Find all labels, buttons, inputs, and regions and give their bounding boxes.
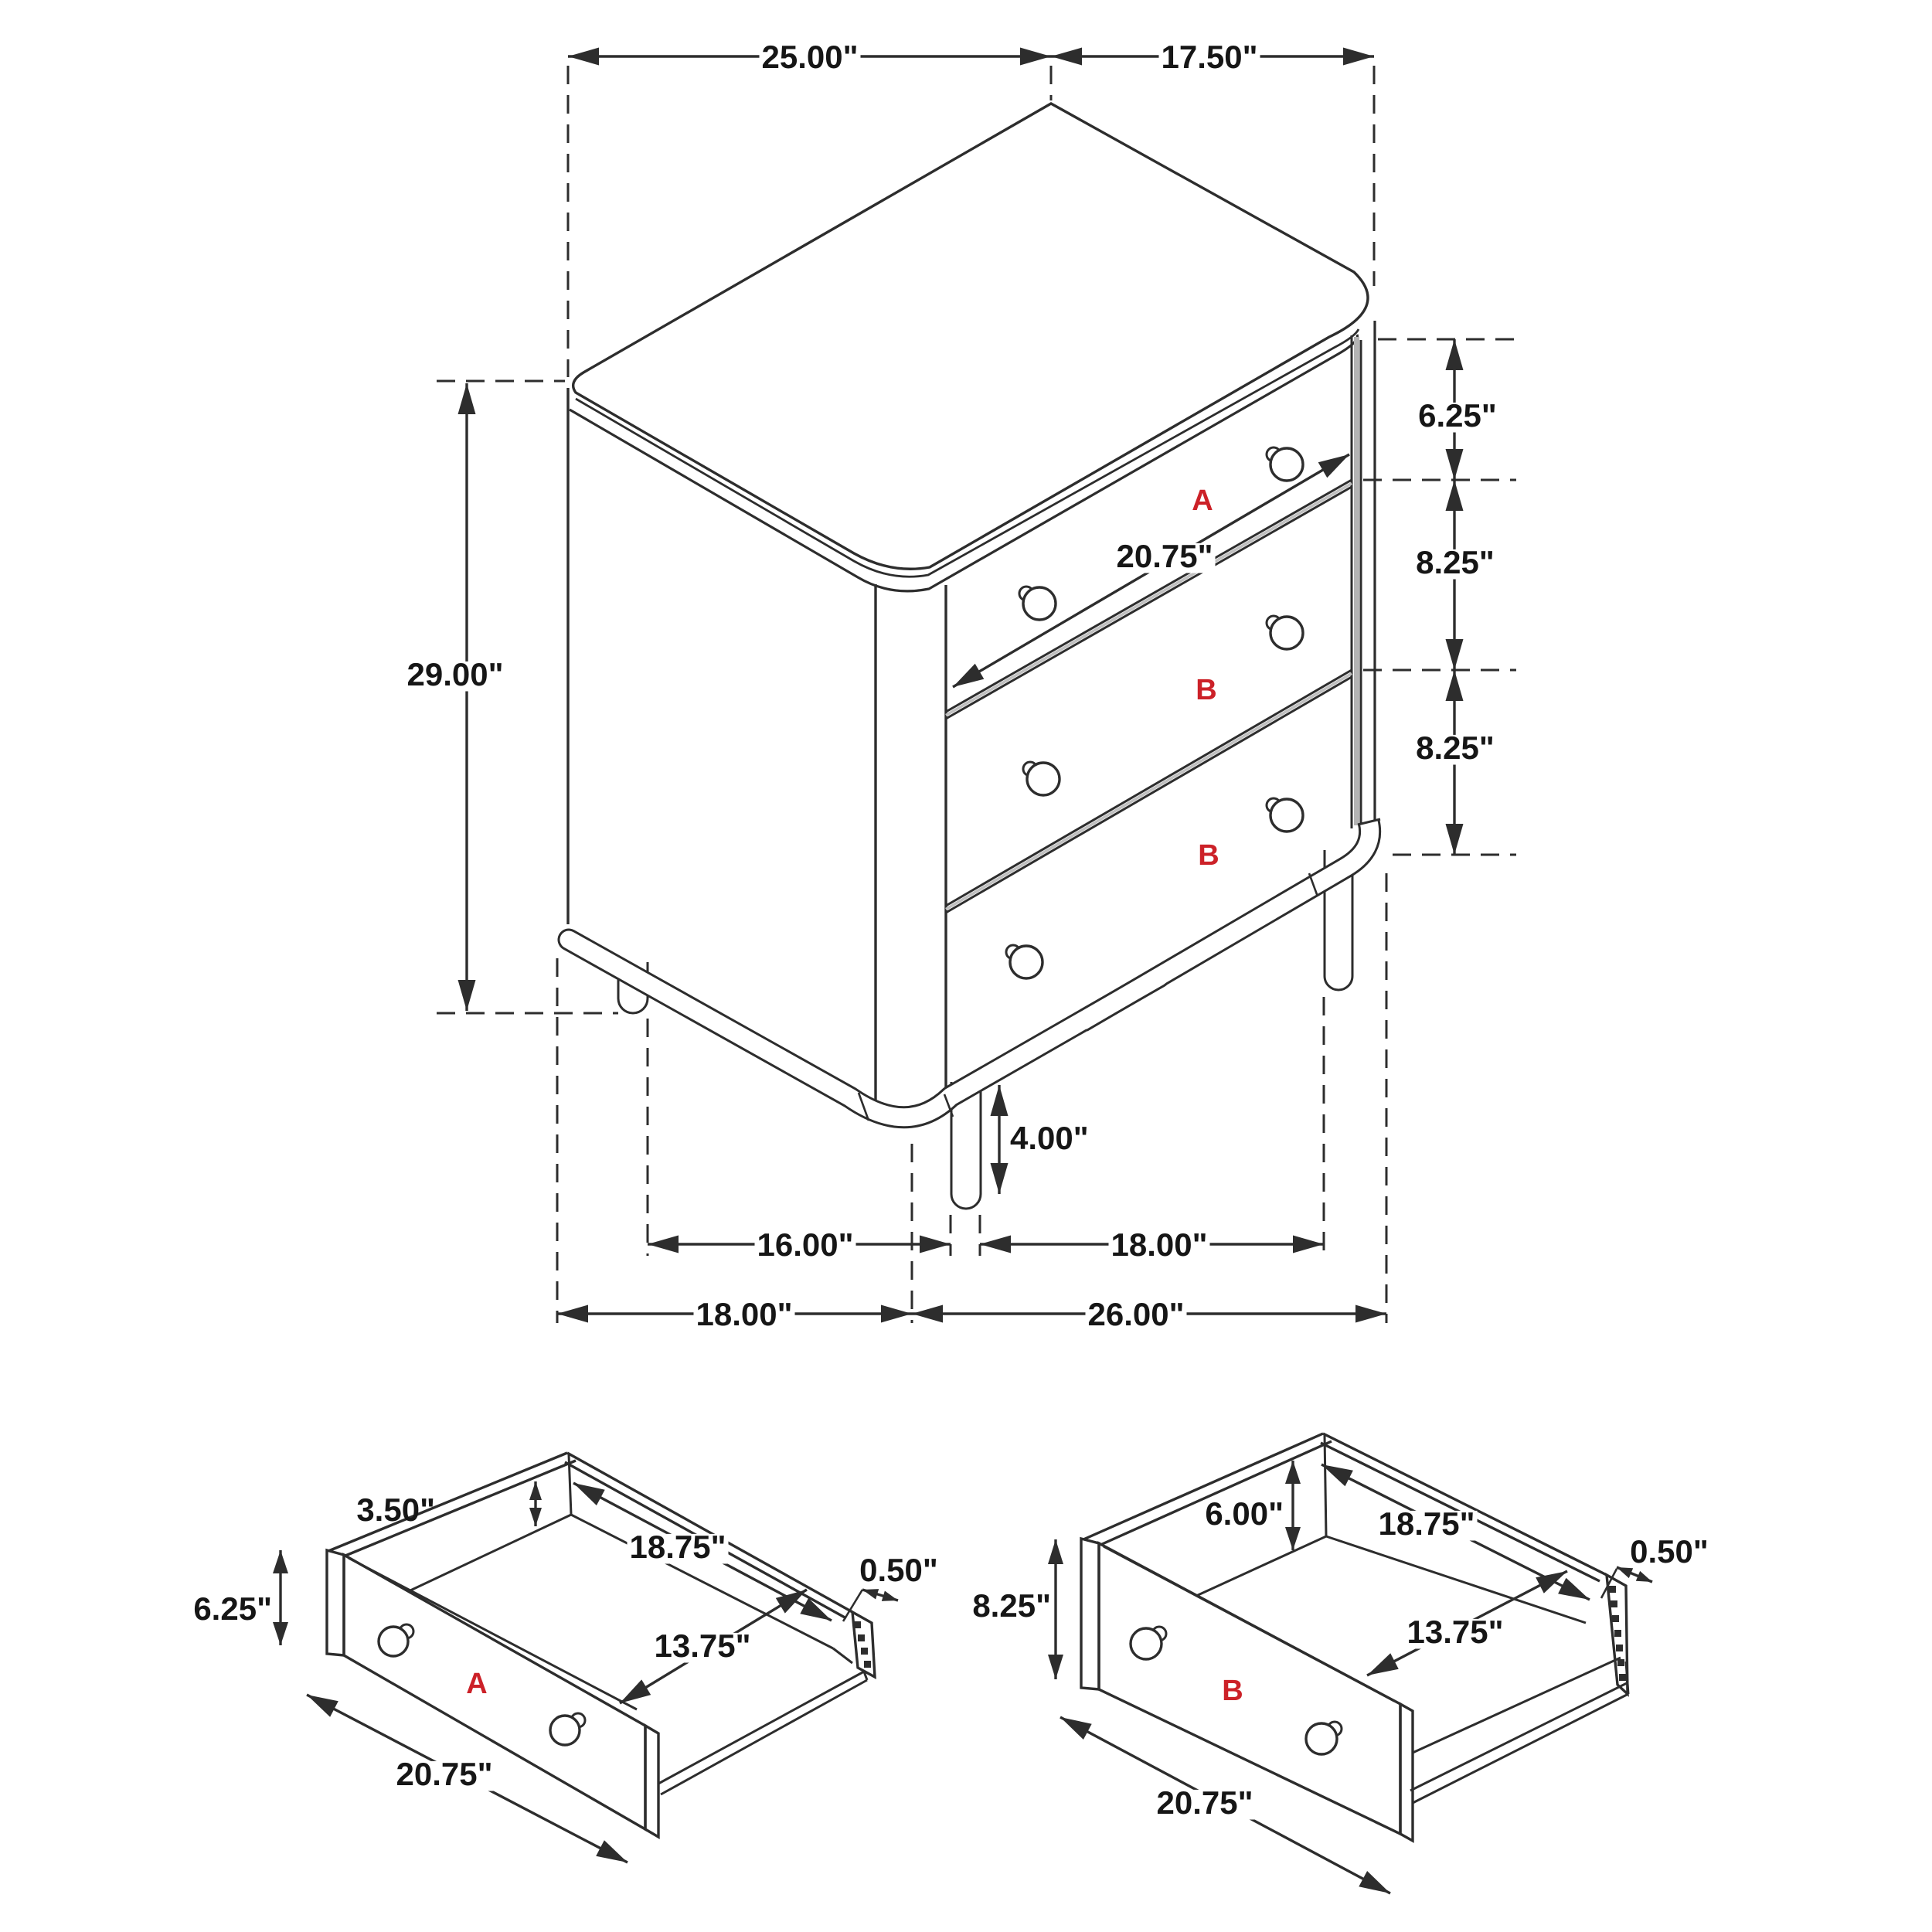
svg-text:8.25": 8.25" — [1416, 730, 1495, 766]
svg-text:0.50": 0.50" — [1630, 1533, 1709, 1570]
svg-text:8.25": 8.25" — [972, 1587, 1051, 1624]
svg-text:26.00": 26.00" — [1087, 1296, 1184, 1332]
svg-text:13.75": 13.75" — [654, 1628, 750, 1664]
svg-text:20.75": 20.75" — [396, 1756, 492, 1792]
svg-text:B: B — [1222, 1675, 1243, 1707]
svg-text:29.00": 29.00" — [406, 656, 503, 692]
svg-text:0.50": 0.50" — [859, 1552, 938, 1588]
svg-text:18.75": 18.75" — [629, 1529, 726, 1565]
svg-text:17.50": 17.50" — [1161, 39, 1257, 75]
svg-text:B: B — [1196, 674, 1216, 706]
svg-text:6.25": 6.25" — [1418, 397, 1497, 434]
svg-text:B: B — [1198, 839, 1219, 872]
svg-text:13.75": 13.75" — [1406, 1614, 1503, 1650]
svg-text:4.00": 4.00" — [1010, 1120, 1089, 1156]
svg-text:A: A — [466, 1668, 487, 1700]
svg-text:3.50": 3.50" — [356, 1492, 435, 1528]
svg-text:20.75": 20.75" — [1116, 538, 1213, 574]
svg-text:6.25": 6.25" — [193, 1590, 272, 1627]
svg-text:6.00": 6.00" — [1205, 1495, 1284, 1532]
svg-text:18.00": 18.00" — [1111, 1226, 1207, 1263]
svg-text:18.00": 18.00" — [696, 1296, 792, 1332]
svg-text:16.00": 16.00" — [757, 1226, 853, 1263]
svg-text:20.75": 20.75" — [1156, 1784, 1253, 1821]
svg-text:8.25": 8.25" — [1416, 544, 1495, 580]
svg-text:18.75": 18.75" — [1378, 1505, 1475, 1542]
svg-text:25.00": 25.00" — [761, 39, 858, 75]
svg-text:A: A — [1192, 485, 1213, 517]
